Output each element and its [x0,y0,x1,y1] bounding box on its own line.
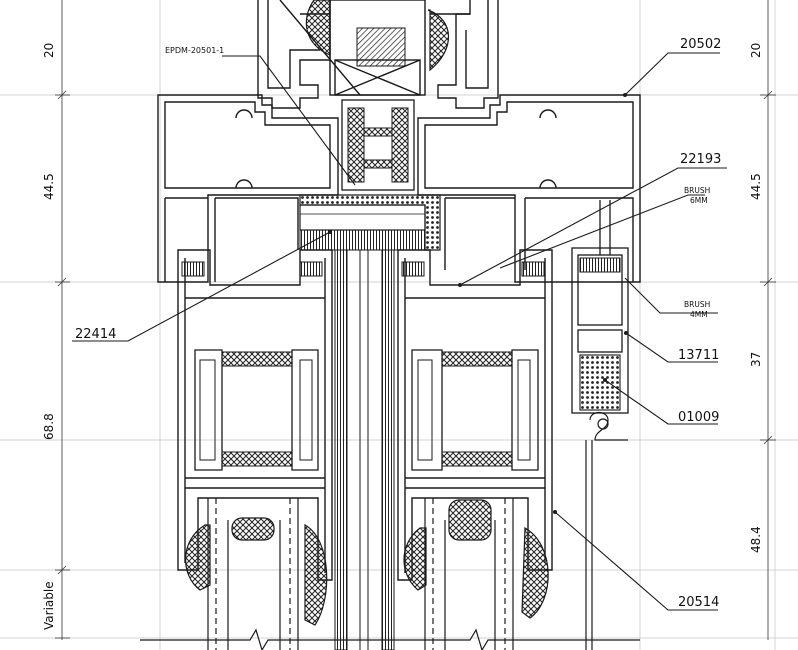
left-thermal-break [194,349,319,471]
dim-left-20: 20 [42,43,56,58]
dim-left-68-8: 68.8 [42,413,56,440]
left-wedge-gasket-b [304,523,328,626]
dim-right-48-4: 48.4 [749,526,763,553]
callout-brush-4mm-line1: BRUSH [684,300,710,309]
dim-left-44-5: 44.5 [42,173,56,200]
callout-brush-4mm-line2: 4MM [690,310,708,319]
right-wedge-gasket-a [403,527,427,591]
callout-brush-6mm-line2: 6MM [690,196,708,205]
glass-spacer-bar [299,204,426,231]
top-glass-hatch [356,27,406,67]
thermal-break-center [341,99,415,191]
leader-lines [72,52,727,611]
right-brush-seal-2 [521,261,545,277]
break-line [140,628,640,650]
left-wedge-gasket-a [185,524,211,591]
top-profile [257,0,499,109]
glass-spacer-hatch [299,229,426,251]
top-left-gasket [305,0,331,56]
left-brush-seal-2 [299,261,323,277]
right-dimension-chain [760,0,776,640]
leader-dots [328,93,628,514]
callout-22414: 22414 [75,327,116,342]
right-dimension-labels: 20 44.5 37 48.4 [749,43,763,553]
right-thermal-break [411,349,539,471]
left-glazing-bead [231,517,275,541]
callout-22193: 22193 [680,152,721,167]
right-brush-seal [401,261,425,277]
callout-epdm-20501-1: EPDM-20501-1 [165,46,224,55]
glass-layer-left [334,249,348,650]
right-glazing-bead [448,499,492,541]
callout-20514: 20514 [678,595,719,610]
callout-01009: 01009 [678,410,719,425]
side-jamb-13711 [571,200,629,414]
left-brush-seal [181,261,205,277]
dim-right-37: 37 [749,352,763,367]
dim-left-variable: Variable [42,581,56,630]
dim-right-44-5: 44.5 [749,173,763,200]
dim-right-20: 20 [749,43,763,58]
brush-seal-6mm [579,257,621,273]
callout-brush-6mm-line1: BRUSH [684,186,710,195]
screw-ports [235,109,557,189]
glass-layer-right [381,249,395,650]
callout-13711: 13711 [678,348,719,363]
top-right-gasket [427,9,450,72]
left-dimension-labels: 20 44.5 68.8 Variable [42,43,56,630]
callout-20502: 20502 [680,37,721,52]
corner-hook [585,411,628,650]
transom-20502 [157,94,641,283]
left-dimension-chain [55,0,70,640]
right-wedge-gasket-b [521,526,549,619]
infill-01009 [579,354,621,411]
